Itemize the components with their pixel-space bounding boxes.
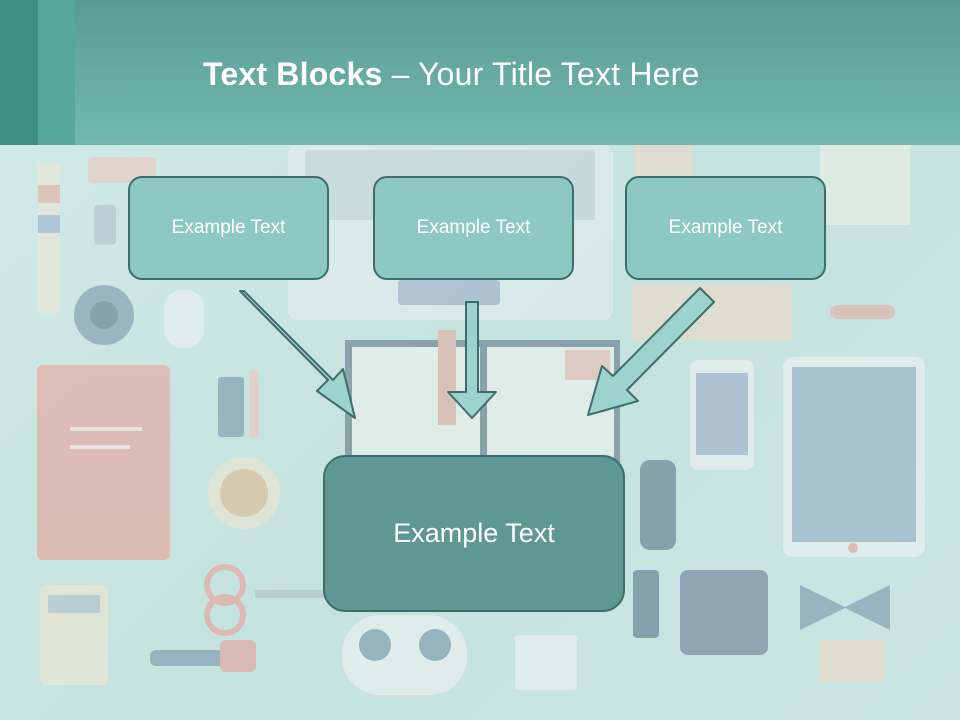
text-block-2-label: Example Text [416, 217, 531, 238]
text-block-3[interactable]: Example Text [625, 176, 826, 280]
text-block-main[interactable]: Example Text [323, 455, 625, 612]
text-block-main-label: Example Text [393, 518, 555, 548]
header-accent-mid [38, 0, 75, 145]
text-block-1-label: Example Text [171, 217, 286, 238]
title-header: Text Blocks – Your Title Text Here [0, 0, 960, 145]
title-bold-part: Text Blocks [203, 56, 383, 92]
slide-title[interactable]: Text Blocks – Your Title Text Here [203, 56, 700, 93]
text-block-3-label: Example Text [668, 217, 783, 238]
text-block-2[interactable]: Example Text [373, 176, 574, 280]
header-accent-dark [0, 0, 38, 145]
title-rest-part: – Your Title Text Here [382, 56, 700, 92]
text-block-1[interactable]: Example Text [128, 176, 329, 280]
